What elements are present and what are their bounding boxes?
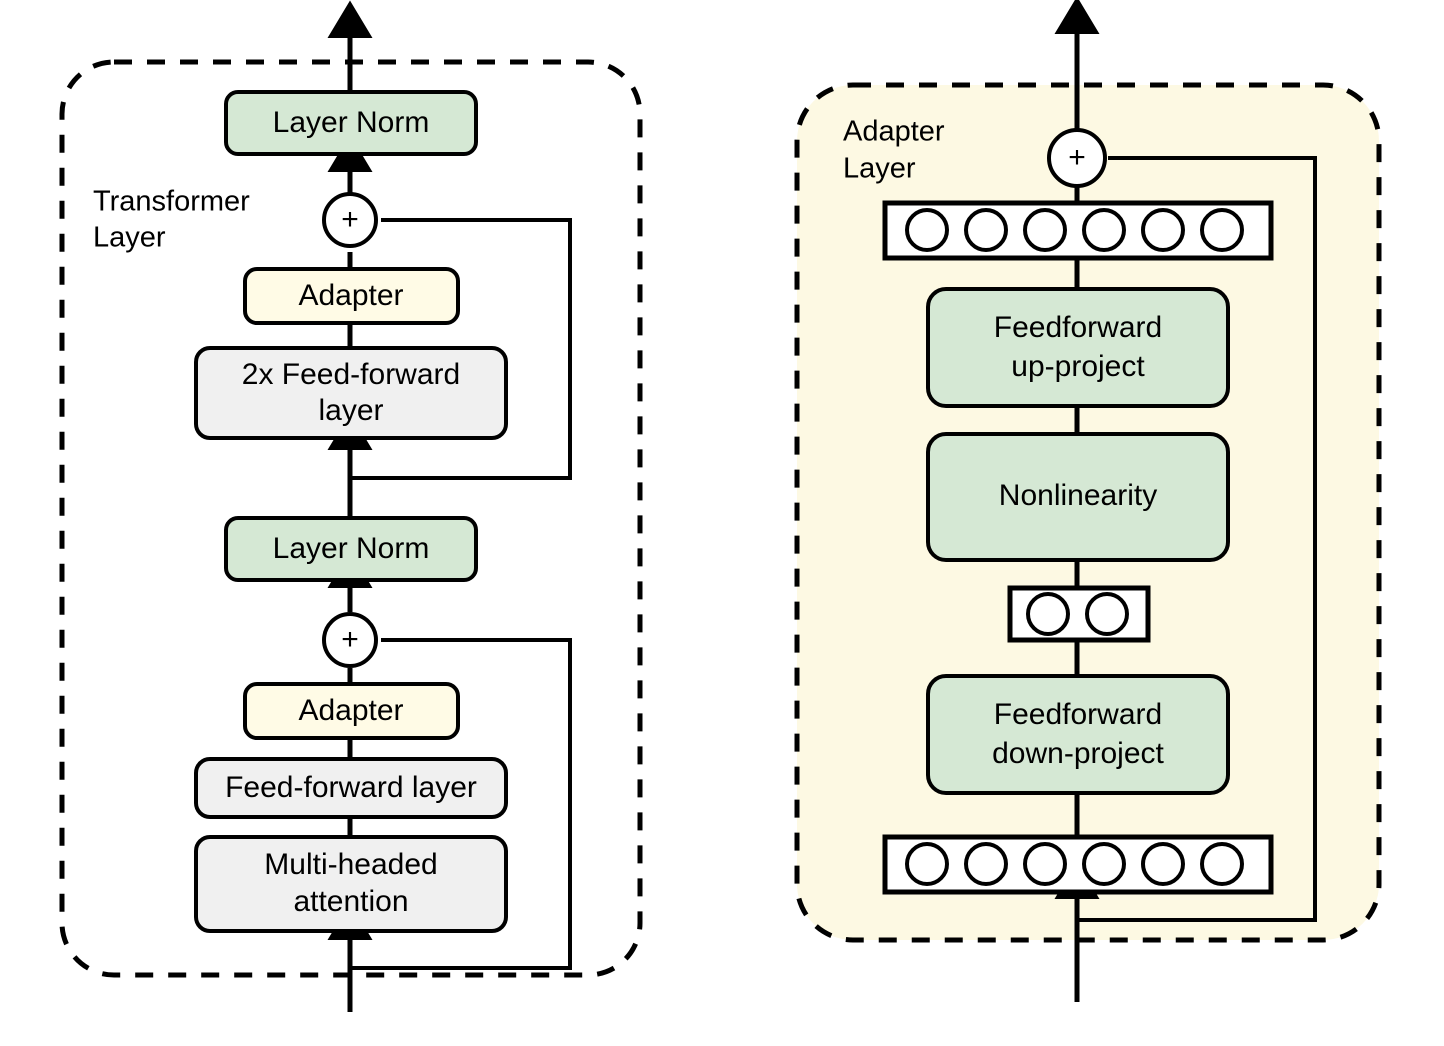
node-neurons-output[interactable] <box>882 200 1274 261</box>
residual-connection-bottom <box>350 638 572 970</box>
adapter-layer-label-line1: Adapter <box>843 116 945 148</box>
node-plus-bottom[interactable]: + <box>322 612 378 668</box>
feedforward-down-project-label-line2: down-project <box>992 737 1164 770</box>
neuron-input-4 <box>1082 842 1126 886</box>
neuron-output-5 <box>1141 208 1185 252</box>
feedforward-up-project-label-line1: Feedforward <box>994 311 1162 344</box>
feedforward-up-project-box[interactable] <box>926 287 1230 408</box>
plus-top-circle[interactable] <box>322 192 378 248</box>
node-feedforward-up-project[interactable]: Feedforward up-project <box>926 287 1230 408</box>
adapter-layer-panel: Adapter Layer + <box>794 0 1382 1002</box>
transformer-layer-label-line2: Layer <box>93 222 166 254</box>
feedforward-up-project-label-line2: up-project <box>1011 350 1145 383</box>
feed-forward-2x-label-line1: 2x Feed-forward <box>242 358 460 391</box>
node-feed-forward-layer[interactable]: Feed-forward layer <box>194 757 508 819</box>
plus-bottom-circle[interactable] <box>322 612 378 668</box>
feedforward-down-project-box[interactable] <box>926 674 1230 795</box>
neuron-output-4 <box>1082 208 1126 252</box>
layer-norm-mid-label: Layer Norm <box>273 532 430 565</box>
neuron-input-5 <box>1141 842 1185 886</box>
neuron-input-3 <box>1023 842 1067 886</box>
neuron-output-3 <box>1023 208 1067 252</box>
transformer-layer-panel: Transformer Layer Layer Norm <box>59 0 643 1012</box>
layer-norm-top-box[interactable] <box>224 90 478 156</box>
layer-norm-mid-box[interactable] <box>224 516 478 582</box>
plus-bottom-label: + <box>341 623 359 656</box>
neuron-bottleneck-2 <box>1085 592 1129 636</box>
neuron-bottleneck-1 <box>1026 592 1070 636</box>
neuron-input-1 <box>905 842 949 886</box>
node-layer-norm-mid[interactable]: Layer Norm <box>224 516 478 582</box>
feed-forward-2x-label-line2: layer <box>318 394 383 427</box>
node-adapter-top[interactable]: Adapter <box>243 267 460 325</box>
node-layer-norm-top[interactable]: Layer Norm <box>224 90 478 156</box>
multi-headed-attention-label-line2: attention <box>293 885 408 918</box>
node-nonlinearity[interactable]: Nonlinearity <box>926 432 1230 562</box>
multi-headed-attention-label-line1: Multi-headed <box>264 848 437 881</box>
neuron-output-1 <box>905 208 949 252</box>
plus-adapter-circle[interactable] <box>1047 128 1107 188</box>
feed-forward-2x-box[interactable] <box>194 346 508 440</box>
adapter-top-label: Adapter <box>298 279 403 312</box>
node-plus-top[interactable]: + <box>322 192 378 248</box>
feedforward-down-project-label-line1: Feedforward <box>994 698 1162 731</box>
feed-forward-layer-label: Feed-forward layer <box>225 771 477 804</box>
node-multi-headed-attention[interactable]: Multi-headed attention <box>194 835 508 933</box>
adapter-bottom-label: Adapter <box>298 694 403 727</box>
node-feedforward-down-project[interactable]: Feedforward down-project <box>926 674 1230 795</box>
transformer-layer-label-line1: Transformer <box>93 186 250 218</box>
adapter-bottom-box[interactable] <box>243 682 460 740</box>
plus-top-label: + <box>341 203 359 236</box>
neuron-input-6 <box>1200 842 1244 886</box>
adapter-layer-label-line2: Layer <box>843 153 916 185</box>
layer-norm-top-label: Layer Norm <box>273 106 430 139</box>
neuron-output-2 <box>964 208 1008 252</box>
multi-headed-attention-box[interactable] <box>194 835 508 933</box>
node-neurons-input[interactable] <box>882 834 1274 895</box>
plus-adapter-label: + <box>1068 141 1086 174</box>
node-neurons-bottleneck[interactable] <box>1007 585 1151 643</box>
node-adapter-bottom[interactable]: Adapter <box>243 682 460 740</box>
nonlinearity-label: Nonlinearity <box>999 479 1157 512</box>
adapter-top-box[interactable] <box>243 267 460 325</box>
nonlinearity-box[interactable] <box>926 432 1230 562</box>
node-plus-adapter[interactable]: + <box>1047 128 1107 188</box>
neuron-input-2 <box>964 842 1008 886</box>
residual-connection-adapter <box>1077 156 1317 922</box>
neuron-output-6 <box>1200 208 1244 252</box>
residual-connection-top <box>350 218 572 480</box>
feed-forward-layer-box[interactable] <box>194 757 508 819</box>
node-feed-forward-2x[interactable]: 2x Feed-forward layer <box>194 346 508 440</box>
